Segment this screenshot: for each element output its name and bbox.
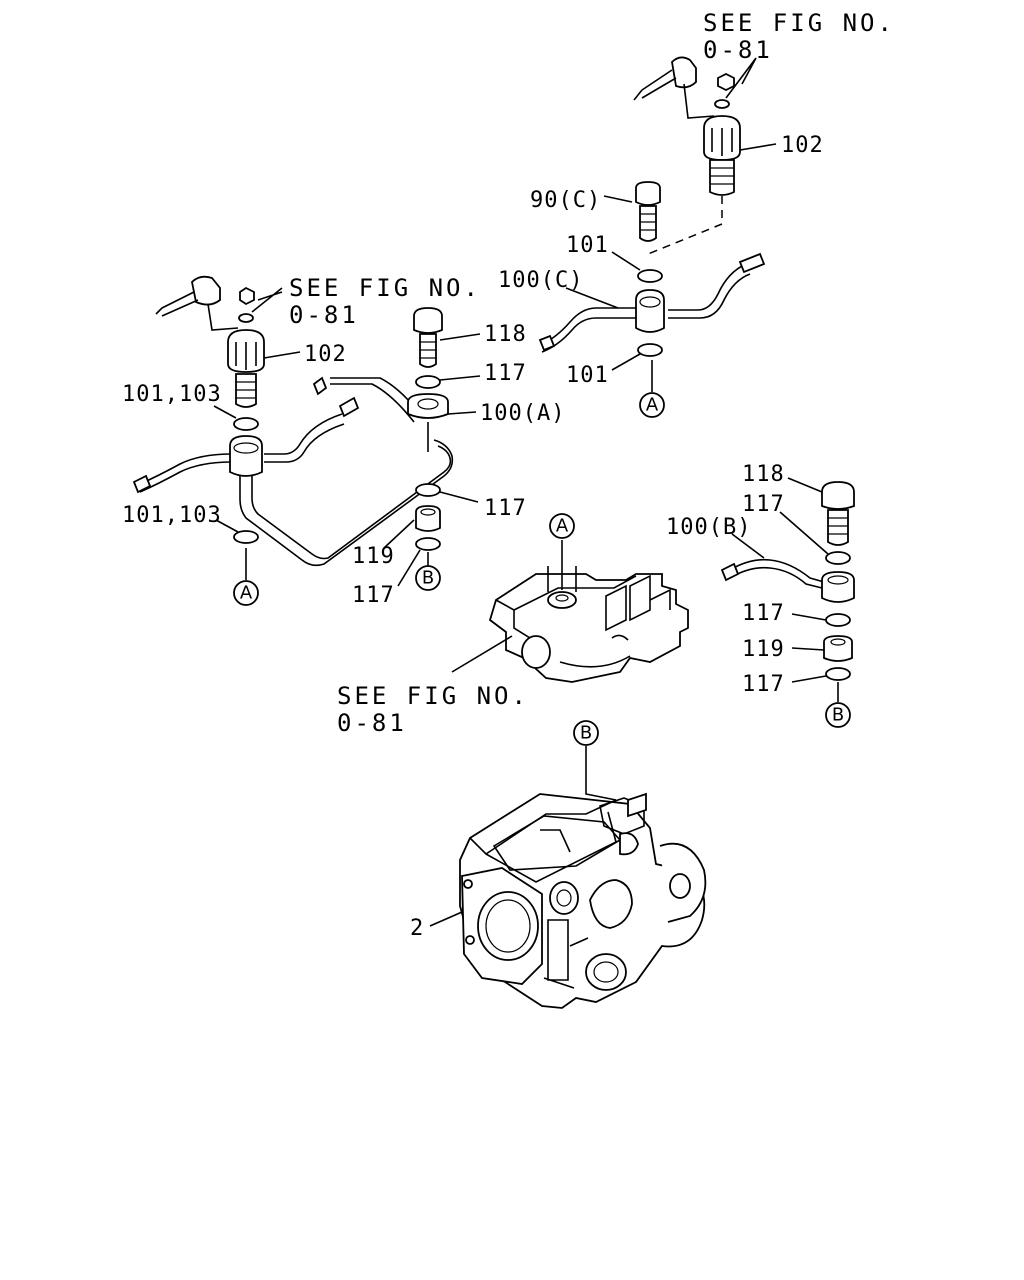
spacer-119-right [823, 635, 853, 662]
washer-117-right-lower [825, 667, 851, 681]
svg-text:B: B [580, 723, 592, 744]
leader-B-pump [585, 746, 617, 801]
callout-117-right-lower: 117 [742, 672, 785, 697]
svg-text:A: A [646, 395, 659, 416]
leader-119-right [791, 647, 825, 651]
svg-text:B: B [832, 705, 844, 726]
callout-102-left: 102 [304, 342, 347, 367]
callout-117-right-upper: 117 [742, 492, 785, 517]
washer-117-right-mid [825, 613, 851, 627]
injector-sensor-left [155, 275, 265, 408]
leader-101-103-upper [213, 405, 237, 419]
leader-117-right-upper [779, 511, 829, 555]
spacer-119-left [415, 505, 441, 532]
banjo-bolt-90c [635, 181, 661, 242]
marker-B-pump: B [573, 720, 599, 746]
marker-A-left: A [233, 580, 259, 606]
callout-117-left-lower: 117 [352, 583, 395, 608]
leader-118-right [787, 477, 823, 493]
callout-100b: 100(B) [666, 515, 751, 540]
ref-top-right-line2: 0-81 [703, 36, 773, 64]
leader-101-103-lower [215, 519, 239, 533]
callout-2: 2 [410, 916, 424, 941]
ref-left-line1: SEE FIG NO. [289, 274, 481, 302]
ref-top-right-line1: SEE FIG NO. [703, 9, 895, 37]
leader-117-right-mid [791, 613, 827, 621]
washer-101-103-upper [233, 417, 259, 431]
fuel-pipe-100c [538, 252, 766, 353]
leader-100b [731, 533, 765, 559]
pump-housing [459, 792, 707, 1009]
leader-ref-top-right [725, 57, 757, 99]
callout-101-103-upper: 101,103 [122, 382, 222, 407]
washer-101-103-lower [233, 530, 259, 544]
washer-117-left-upper [415, 375, 441, 389]
leader-118-left [439, 333, 481, 341]
leader-90c [603, 195, 633, 203]
leader-117-left-upper [439, 375, 481, 381]
leader-119-left [383, 519, 415, 549]
ref-center-line1: SEE FIG NO. [337, 682, 529, 710]
banjo-bolt-118-right [821, 481, 855, 546]
callout-90c: 90(C) [530, 188, 601, 213]
leader-dashed-top [647, 196, 723, 255]
callout-117-left-upper: 117 [484, 361, 527, 386]
marker-A-center: A [549, 513, 575, 539]
washer-117-left-mid [415, 483, 441, 497]
leader-117-right-lower [791, 675, 827, 683]
callout-119-left: 119 [352, 544, 395, 569]
svg-text:A: A [556, 516, 569, 537]
leader-102-left [263, 351, 301, 359]
fuel-pipe-100a [132, 376, 454, 567]
callout-101-upper: 101 [566, 233, 609, 258]
marker-B-right: B [825, 702, 851, 728]
marker-A-right: A [639, 392, 665, 418]
leader-ref-center [451, 635, 513, 673]
ref-center-line2: 0-81 [337, 709, 407, 737]
leader-117-left-mid [439, 491, 479, 503]
ref-left-line2: 0-81 [289, 301, 359, 329]
washer-117-right-upper [825, 551, 851, 565]
washer-101-upper [637, 269, 663, 283]
callout-102-right: 102 [781, 133, 824, 158]
callout-100c: 100(C) [498, 268, 583, 293]
callout-101-103-lower: 101,103 [122, 503, 222, 528]
fuel-pipe-100b [720, 558, 855, 603]
leader-ref-left [251, 287, 283, 313]
callout-118-right: 118 [742, 462, 785, 487]
leader-2 [429, 911, 463, 927]
callout-117-left-mid: 117 [484, 496, 527, 521]
banjo-bolt-118-left [413, 307, 443, 368]
center-block [488, 566, 689, 683]
svg-text:B: B [422, 568, 434, 589]
callout-118-left: 118 [484, 322, 527, 347]
injector-sensor-top-right [633, 56, 741, 196]
leader-100c [565, 287, 619, 309]
leader-101-upper [611, 251, 641, 271]
leader-102-right [739, 143, 777, 151]
callout-101-lower: 101 [566, 363, 609, 388]
washer-101-lower [637, 343, 663, 357]
callout-117-right-mid: 117 [742, 601, 785, 626]
leader-101-lower [611, 353, 641, 371]
washer-117-left-lower [415, 537, 441, 551]
svg-text:A: A [240, 583, 253, 604]
leader-100a [447, 411, 477, 415]
callout-119-right: 119 [742, 637, 785, 662]
leader-117-left-lower [397, 549, 421, 587]
callout-100a: 100(A) [480, 401, 565, 426]
marker-B-left: B [415, 565, 441, 591]
